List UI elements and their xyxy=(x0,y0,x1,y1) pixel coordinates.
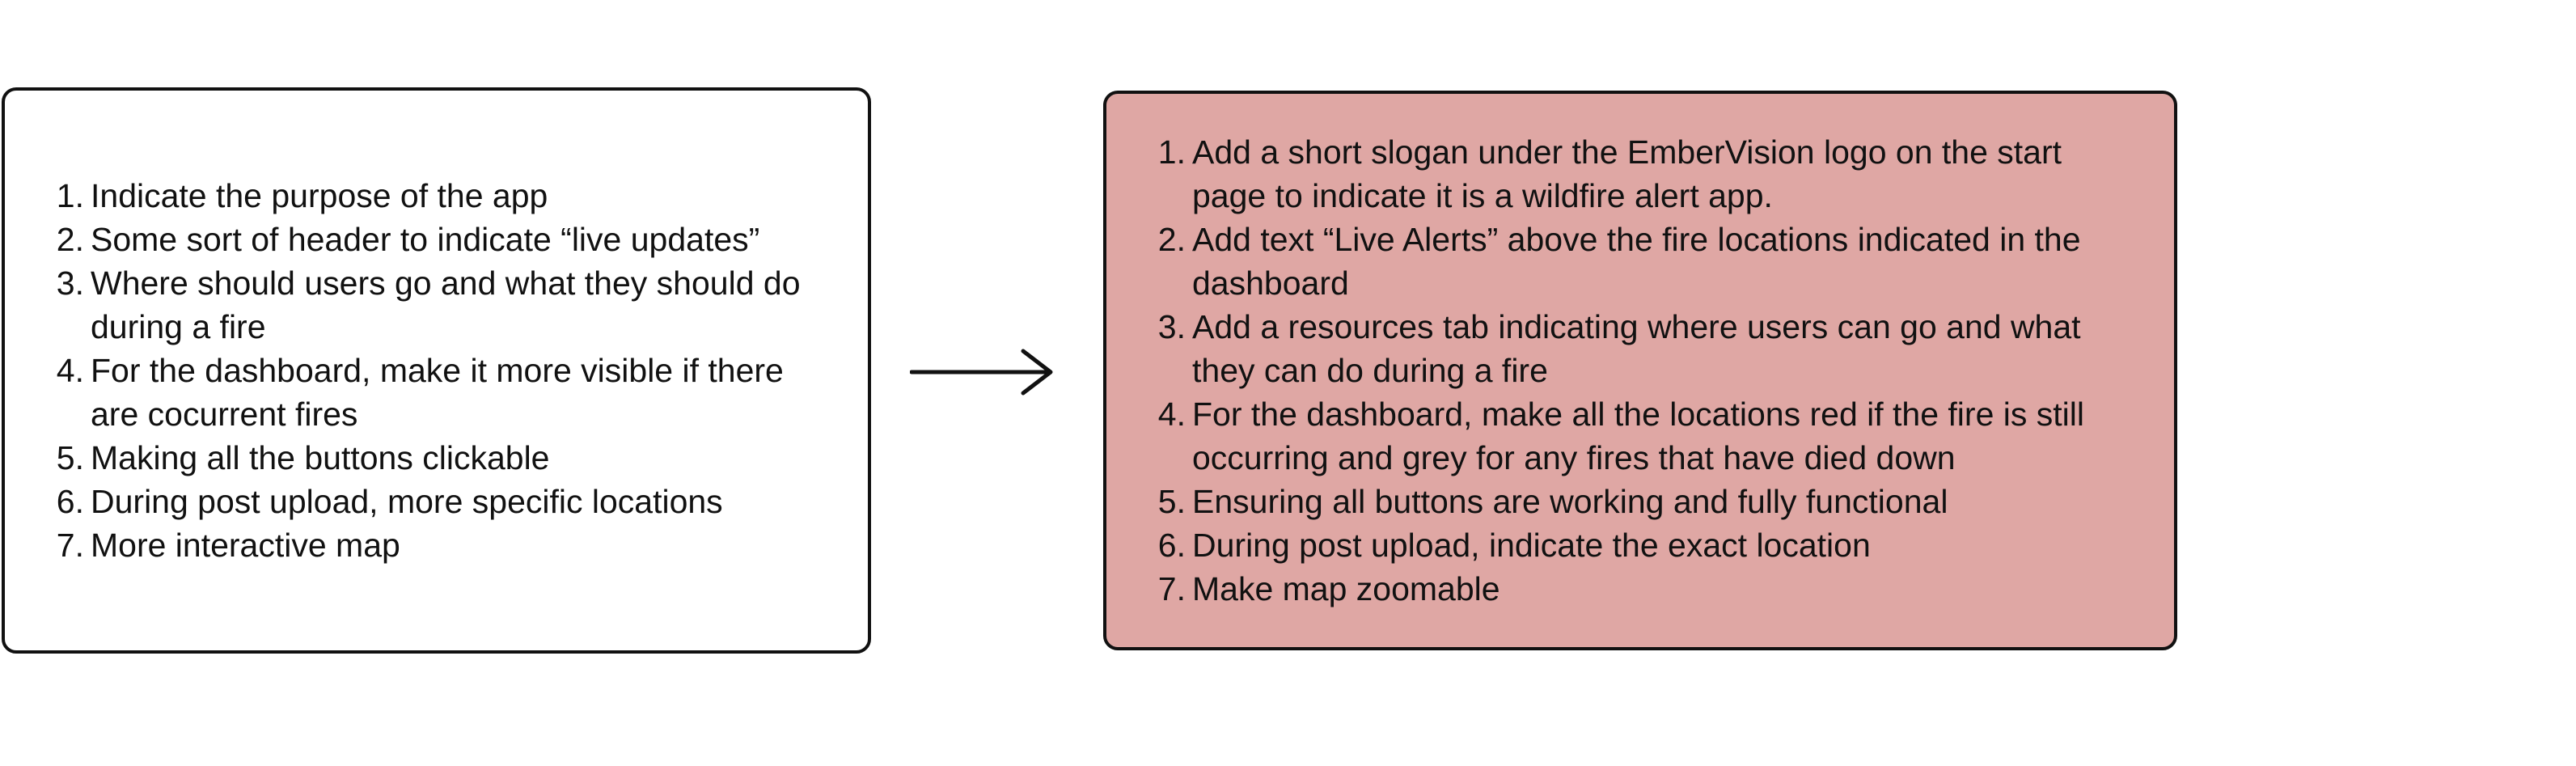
list-item: 3.Add a resources tab indicating where u… xyxy=(1155,305,2142,392)
item-number: 5. xyxy=(1157,483,1186,520)
list-item: 5.Making all the buttons clickable xyxy=(53,436,835,480)
item-text: More interactive map xyxy=(91,527,400,564)
item-number: 1. xyxy=(56,177,84,214)
list-item: 3.Where should users go and what they sh… xyxy=(53,261,835,349)
item-number: 3. xyxy=(56,265,84,302)
list-item: 2.Some sort of header to indicate “live … xyxy=(53,218,835,261)
list-item: 1.Indicate the purpose of the app xyxy=(53,174,835,218)
list-item: 7.More interactive map xyxy=(53,523,835,567)
list-item: 4.For the dashboard, make all the locati… xyxy=(1155,392,2142,480)
item-text: During post upload, more specific locati… xyxy=(91,483,723,520)
list-item: 4.For the dashboard, make it more visibl… xyxy=(53,349,835,436)
item-number: 4. xyxy=(1157,396,1186,433)
before-feedback-list: 1.Indicate the purpose of the app 2.Some… xyxy=(5,174,868,567)
item-number: 4. xyxy=(56,352,84,389)
before-feedback-box: 1.Indicate the purpose of the app 2.Some… xyxy=(2,87,871,654)
list-item: 1.Add a short slogan under the EmberVisi… xyxy=(1155,130,2142,218)
item-number: 7. xyxy=(1157,570,1186,607)
item-text: Ensuring all buttons are working and ful… xyxy=(1192,483,1948,520)
list-item: 2.Add text “Live Alerts” above the fire … xyxy=(1155,218,2142,305)
list-item: 6.During post upload, more specific loca… xyxy=(53,480,835,523)
after-changes-list: 1.Add a short slogan under the EmberVisi… xyxy=(1106,130,2174,611)
item-text: Some sort of header to indicate “live up… xyxy=(91,221,760,258)
item-text: During post upload, indicate the exact l… xyxy=(1192,527,1871,564)
item-number: 2. xyxy=(1157,221,1186,258)
item-number: 1. xyxy=(1157,133,1186,171)
item-text: For the dashboard, make it more visible … xyxy=(91,352,784,433)
list-item: 5.Ensuring all buttons are working and f… xyxy=(1155,480,2142,523)
after-changes-box: 1.Add a short slogan under the EmberVisi… xyxy=(1103,91,2177,650)
item-text: Add text “Live Alerts” above the fire lo… xyxy=(1192,221,2081,302)
item-number: 2. xyxy=(56,221,84,258)
arrow-right-icon xyxy=(910,349,1053,396)
item-text: Add a resources tab indicating where use… xyxy=(1192,308,2081,389)
item-number: 5. xyxy=(56,439,84,476)
item-text: Making all the buttons clickable xyxy=(91,439,550,476)
item-number: 6. xyxy=(56,483,84,520)
list-item: 6.During post upload, indicate the exact… xyxy=(1155,523,2142,567)
list-item: 7.Make map zoomable xyxy=(1155,567,2142,611)
item-number: 6. xyxy=(1157,527,1186,564)
item-number: 7. xyxy=(56,527,84,564)
item-number: 3. xyxy=(1157,308,1186,345)
item-text: Add a short slogan under the EmberVision… xyxy=(1192,133,2062,214)
item-text: Where should users go and what they shou… xyxy=(91,265,801,345)
item-text: Make map zoomable xyxy=(1192,570,1500,607)
item-text: For the dashboard, make all the location… xyxy=(1192,396,2084,476)
item-text: Indicate the purpose of the app xyxy=(91,177,548,214)
